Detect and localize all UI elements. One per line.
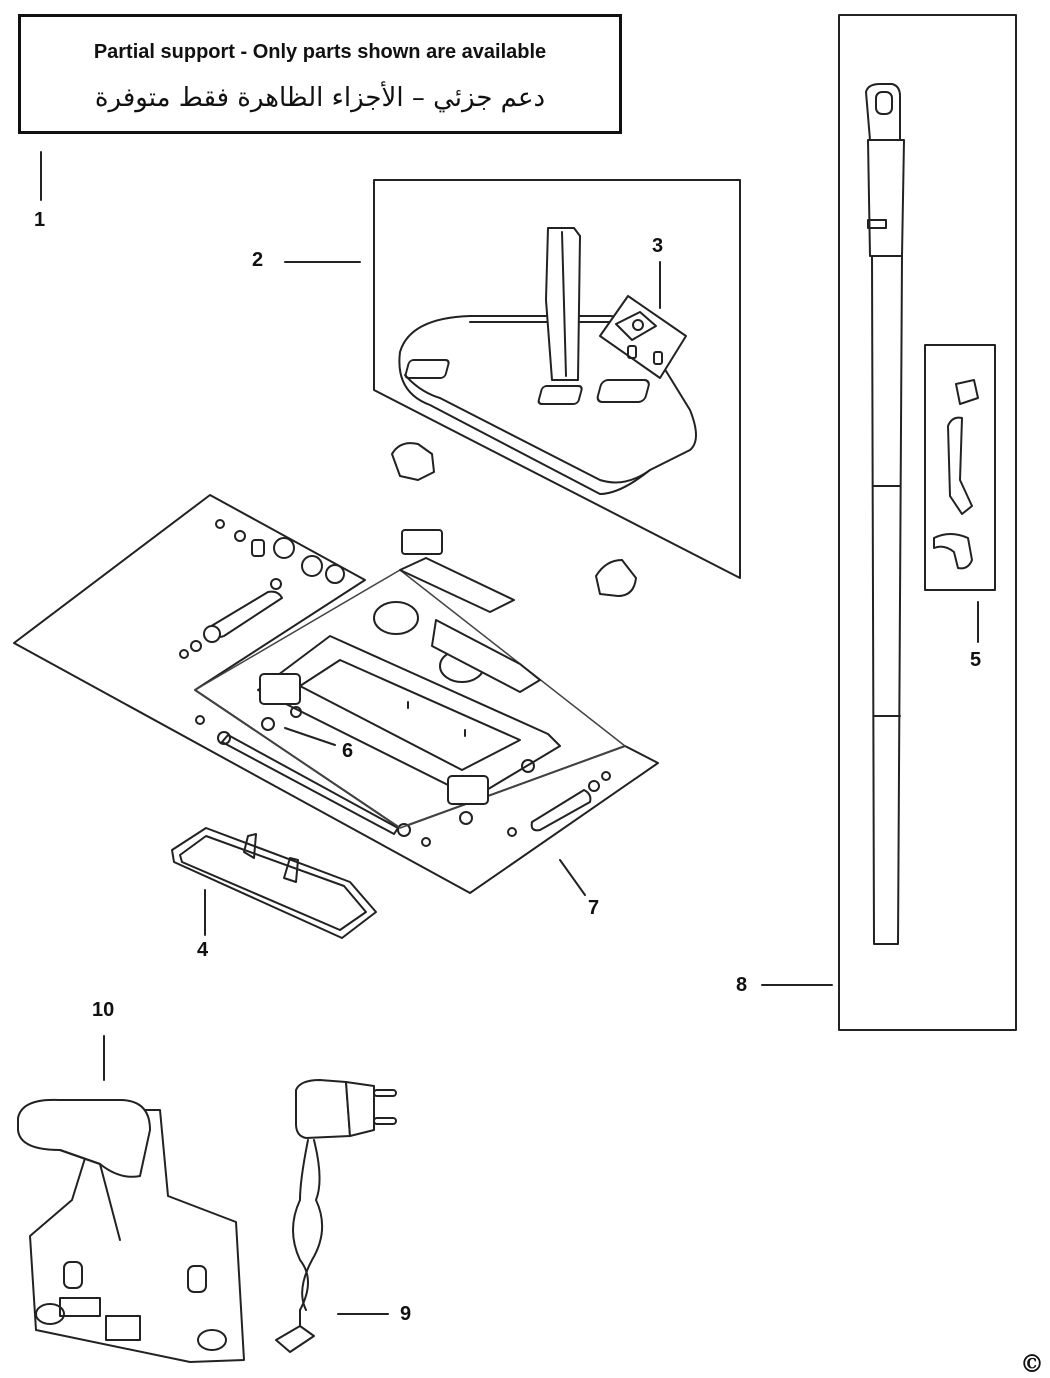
callout-8[interactable]: 8 — [736, 974, 748, 996]
callout-4[interactable]: 4 — [197, 939, 209, 961]
partial-support-notice: Partial support - Only parts shown are a… — [18, 14, 622, 134]
callout-6[interactable]: 6 — [342, 740, 354, 762]
copyright-mark: © — [1020, 1349, 1044, 1378]
callout-9[interactable]: 9 — [400, 1303, 412, 1325]
charging-base-group — [17, 1098, 245, 1363]
callout-3[interactable]: 3 — [652, 235, 664, 257]
callout-10[interactable]: 10 — [92, 999, 115, 1021]
charger-group — [275, 1079, 397, 1353]
notice-english-text: Partial support - Only parts shown are a… — [93, 41, 547, 63]
callout-2[interactable]: 2 — [252, 249, 264, 271]
loose-clips — [391, 442, 637, 597]
floor-head-group — [373, 179, 741, 579]
power-button-group — [599, 295, 687, 379]
callout-1[interactable]: 1 — [34, 209, 46, 231]
callout-5[interactable]: 5 — [970, 649, 982, 671]
chassis-group — [194, 529, 626, 829]
leader-lines — [40, 151, 979, 1315]
cleaning-pad-group — [171, 827, 377, 939]
callout-7[interactable]: 7 — [588, 897, 600, 919]
brush-tool-group — [924, 344, 996, 591]
notice-arabic-text: دعم جزئي – الأجزاء الظاهرة فقط متوفرة — [94, 83, 546, 113]
handle-group — [838, 14, 1017, 1031]
